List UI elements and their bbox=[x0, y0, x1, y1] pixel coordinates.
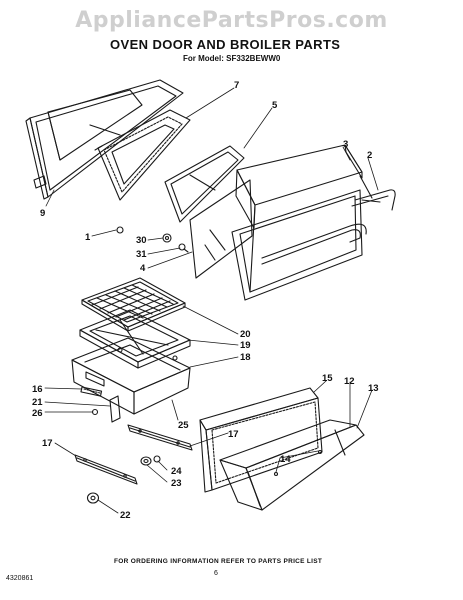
callout-23: 23 bbox=[171, 478, 182, 489]
document-number: 4320861 bbox=[6, 575, 34, 582]
drawer-rail-upper bbox=[127, 424, 193, 451]
drawer-rail-lower bbox=[74, 454, 138, 485]
callout-9: 9 bbox=[40, 208, 45, 219]
callout-16: 16 bbox=[32, 384, 43, 395]
callout-13: 13 bbox=[368, 383, 379, 394]
model-line: For Model: SF332BEWW0 bbox=[183, 54, 281, 63]
callout-numbers: 7 5 3 2 9 1 30 31 4 20 19 18 16 21 26 25… bbox=[32, 80, 379, 521]
callout-26: 26 bbox=[32, 408, 43, 419]
inner-door-panel bbox=[25, 79, 184, 200]
outer-door-glass bbox=[189, 179, 253, 279]
callout-30: 30 bbox=[136, 235, 147, 246]
page-number: 6 bbox=[214, 570, 218, 577]
callout-3: 3 bbox=[343, 139, 348, 150]
broiler-drawer-outer-front bbox=[219, 419, 365, 511]
callout-22: 22 bbox=[120, 510, 131, 521]
callout-19: 19 bbox=[240, 340, 251, 351]
door-gasket bbox=[97, 109, 191, 201]
callout-5: 5 bbox=[272, 100, 278, 111]
broiler-drawer-front bbox=[199, 387, 323, 493]
callout-24: 24 bbox=[171, 466, 182, 477]
door-handle bbox=[261, 175, 396, 265]
outer-door bbox=[231, 144, 363, 301]
callout-17-upper: 17 bbox=[228, 429, 239, 440]
watermark: AppliancePartsPros.com bbox=[75, 8, 388, 33]
diagram-title: OVEN DOOR AND BROILER PARTS bbox=[110, 37, 341, 52]
drawer-bracket bbox=[80, 386, 121, 423]
callout-20: 20 bbox=[240, 329, 251, 340]
callout-18: 18 bbox=[240, 352, 251, 363]
broiler-drawer-body bbox=[71, 337, 191, 415]
callout-12: 12 bbox=[344, 376, 355, 387]
callout-25: 25 bbox=[178, 420, 189, 431]
broiler-grid bbox=[81, 277, 186, 332]
callout-2: 2 bbox=[367, 150, 372, 161]
callout-14: 14 bbox=[280, 454, 291, 465]
callout-31: 31 bbox=[136, 249, 147, 260]
callout-7: 7 bbox=[234, 80, 239, 91]
ordering-information-note: FOR ORDERING INFORMATION REFER TO PARTS … bbox=[114, 558, 323, 565]
door-window-glass bbox=[164, 145, 245, 223]
drawer-rollers bbox=[86, 455, 161, 504]
callout-21: 21 bbox=[32, 397, 43, 408]
callout-4: 4 bbox=[140, 263, 146, 274]
callout-15: 15 bbox=[322, 373, 333, 384]
callout-17-lower: 17 bbox=[42, 438, 53, 449]
screw-hardware bbox=[116, 226, 189, 253]
callout-1: 1 bbox=[85, 232, 91, 243]
callout-leader-lines bbox=[44, 87, 379, 514]
